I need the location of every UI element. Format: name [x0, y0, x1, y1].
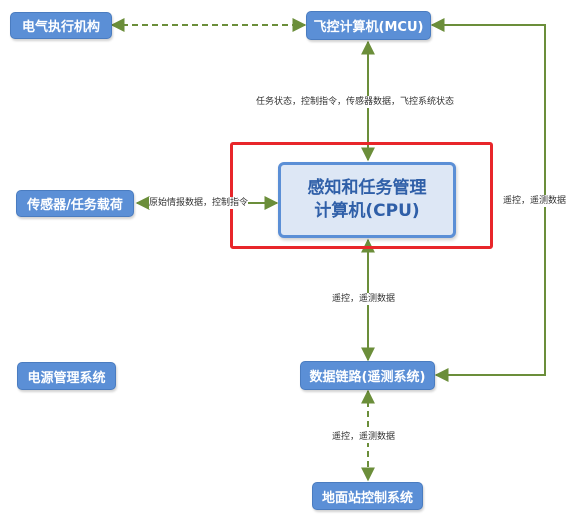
node-cpu: 感知和任务管理 计算机(CPU) — [278, 162, 456, 238]
edge-label-cpu-datalink: 遥控，遥测数据 — [332, 293, 396, 305]
cpu-highlight-frame — [230, 142, 493, 249]
node-datalink-label: 数据链路(遥测系统) — [309, 370, 426, 385]
node-ground: 地面站控制系统 — [312, 482, 423, 510]
node-power: 电源管理系统 — [17, 362, 116, 390]
node-datalink: 数据链路(遥测系统) — [300, 361, 435, 390]
node-sensor-label: 传感器/任务载荷 — [27, 198, 123, 213]
node-cpu-label-line2: 计算机(CPU) — [314, 201, 420, 221]
node-ground-label: 地面站控制系统 — [321, 490, 413, 506]
node-actuator-label: 电气执行机构 — [21, 20, 100, 35]
node-mcu-label: 飞控计算机(MCU) — [313, 20, 424, 35]
edge-label-mcu-cpu: 任务状态，控制指令，传感器数据，飞控系统状态 — [256, 96, 455, 108]
node-mcu: 飞控计算机(MCU) — [306, 11, 431, 40]
node-power-label: 电源管理系统 — [27, 370, 106, 386]
node-actuator: 电气执行机构 — [10, 12, 112, 39]
node-cpu-label-line1: 感知和任务管理 — [307, 178, 427, 198]
edge-label-datalink-ground: 遥控，遥测数据 — [332, 431, 396, 443]
edge-label-sensor-cpu: 原始情报数据，控制指令 — [149, 197, 249, 209]
node-sensor: 传感器/任务载荷 — [16, 190, 134, 217]
edge-label-mcu-datalink: 遥控，遥测数据 — [503, 195, 567, 207]
